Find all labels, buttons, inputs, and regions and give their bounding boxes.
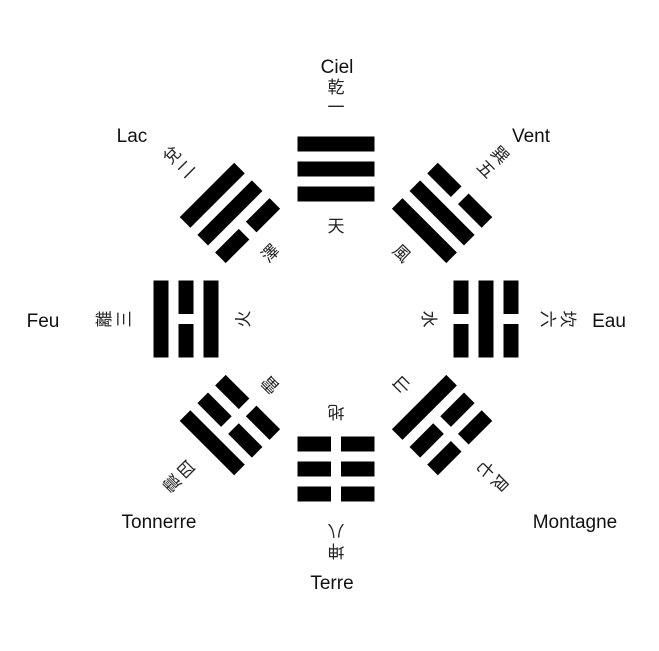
li-line-2-yin-right — [178, 280, 194, 314]
qian-line-1-yang — [297, 186, 375, 202]
kan-inner-glyph: 水 — [418, 311, 438, 328]
li-line-3-yang — [153, 280, 169, 358]
trigram-kun: 地坤八 — [297, 401, 375, 560]
xun-line-1-yang — [391, 198, 457, 264]
kan-outer-glyph-1: 坎 — [557, 311, 577, 328]
kun-inner-glyph: 地 — [328, 401, 345, 421]
kan-line-1-yin-right — [453, 324, 469, 358]
kun-line-3-yin-right — [297, 486, 331, 502]
qian-line-2-yang — [297, 161, 375, 177]
gen-line-3-yin-right — [427, 440, 462, 476]
gen-line-2-yin-right — [409, 423, 444, 458]
gen-inner-glyph: 山 — [388, 371, 414, 397]
dui-line-1-yin-left — [215, 228, 250, 264]
zhen-line-1-yin-right — [215, 374, 250, 410]
qian-inner-glyph: 天 — [328, 217, 345, 237]
label-lac: Lac — [117, 126, 148, 147]
zhen-line-3-yang — [179, 410, 245, 476]
kun-outer-glyph-2: 八 — [328, 520, 345, 540]
label-terre: Terre — [310, 573, 353, 594]
kun-line-2-yin-right — [297, 461, 331, 477]
dui-inner-glyph: 澤 — [258, 241, 284, 267]
label-montagne: Montagne — [533, 512, 618, 533]
li-line-1-yang — [203, 280, 219, 358]
kan-line-3-yin-right — [503, 324, 519, 358]
qian-line-3-yang — [297, 136, 375, 152]
trigram-zhen: 雷震四 — [160, 371, 284, 495]
li-outer-glyph-2: 三 — [115, 311, 135, 328]
dui-line-3-yang — [179, 162, 245, 228]
trigram-gen: 山艮七 — [388, 371, 512, 495]
kun-line-2-yin-left — [341, 461, 375, 477]
zhen-inner-glyph: 雷 — [258, 371, 284, 397]
li-line-2-yin-left — [178, 324, 194, 358]
kan-line-3-yin-left — [503, 280, 519, 314]
xun-inner-glyph: 風 — [388, 241, 414, 267]
trigram-kan: 水 坎六 — [418, 280, 577, 358]
kun-line-1-yin-right — [297, 436, 331, 452]
qian-outer-glyph-2: 一 — [328, 98, 345, 118]
xun-line-3-yin-left — [427, 162, 462, 198]
gen-line-1-yang — [391, 374, 457, 440]
zhen-line-2-yin-right — [197, 392, 232, 427]
qian-outer-glyph-1: 乾 — [328, 78, 345, 98]
kun-outer-glyph-1: 坤 — [328, 540, 345, 560]
trigram-dui: 澤兌二 — [160, 143, 284, 267]
trigram-qian: 天乾一 — [297, 78, 375, 237]
dui-line-2-yang — [197, 180, 263, 246]
li-outer-glyph-1: 離 — [95, 311, 115, 328]
gen-line-3-yin-left — [457, 410, 493, 445]
kan-outer-glyph-2: 六 — [537, 311, 557, 328]
gen-line-2-yin-left — [440, 392, 475, 427]
xun-line-3-yin-right — [457, 193, 493, 228]
zhen-line-2-yin-left — [228, 423, 263, 458]
li-inner-glyph: 火 — [234, 311, 254, 328]
kan-line-2-yang — [478, 280, 494, 358]
kun-line-1-yin-left — [341, 436, 375, 452]
label-feu: Feu — [27, 311, 60, 332]
trigram-li: 火 離三 — [95, 280, 254, 358]
kan-line-1-yin-left — [453, 280, 469, 314]
trigram-xun: 風巽五 — [388, 143, 512, 267]
dui-line-1-yin-right — [245, 198, 281, 233]
zhen-line-1-yin-left — [245, 405, 281, 440]
label-ciel: Ciel — [321, 57, 354, 78]
label-vent: Vent — [512, 126, 551, 147]
label-eau: Eau — [592, 311, 626, 332]
label-tonnerre: Tonnerre — [122, 512, 197, 533]
xun-line-2-yang — [409, 180, 475, 246]
kun-line-3-yin-left — [341, 486, 375, 502]
